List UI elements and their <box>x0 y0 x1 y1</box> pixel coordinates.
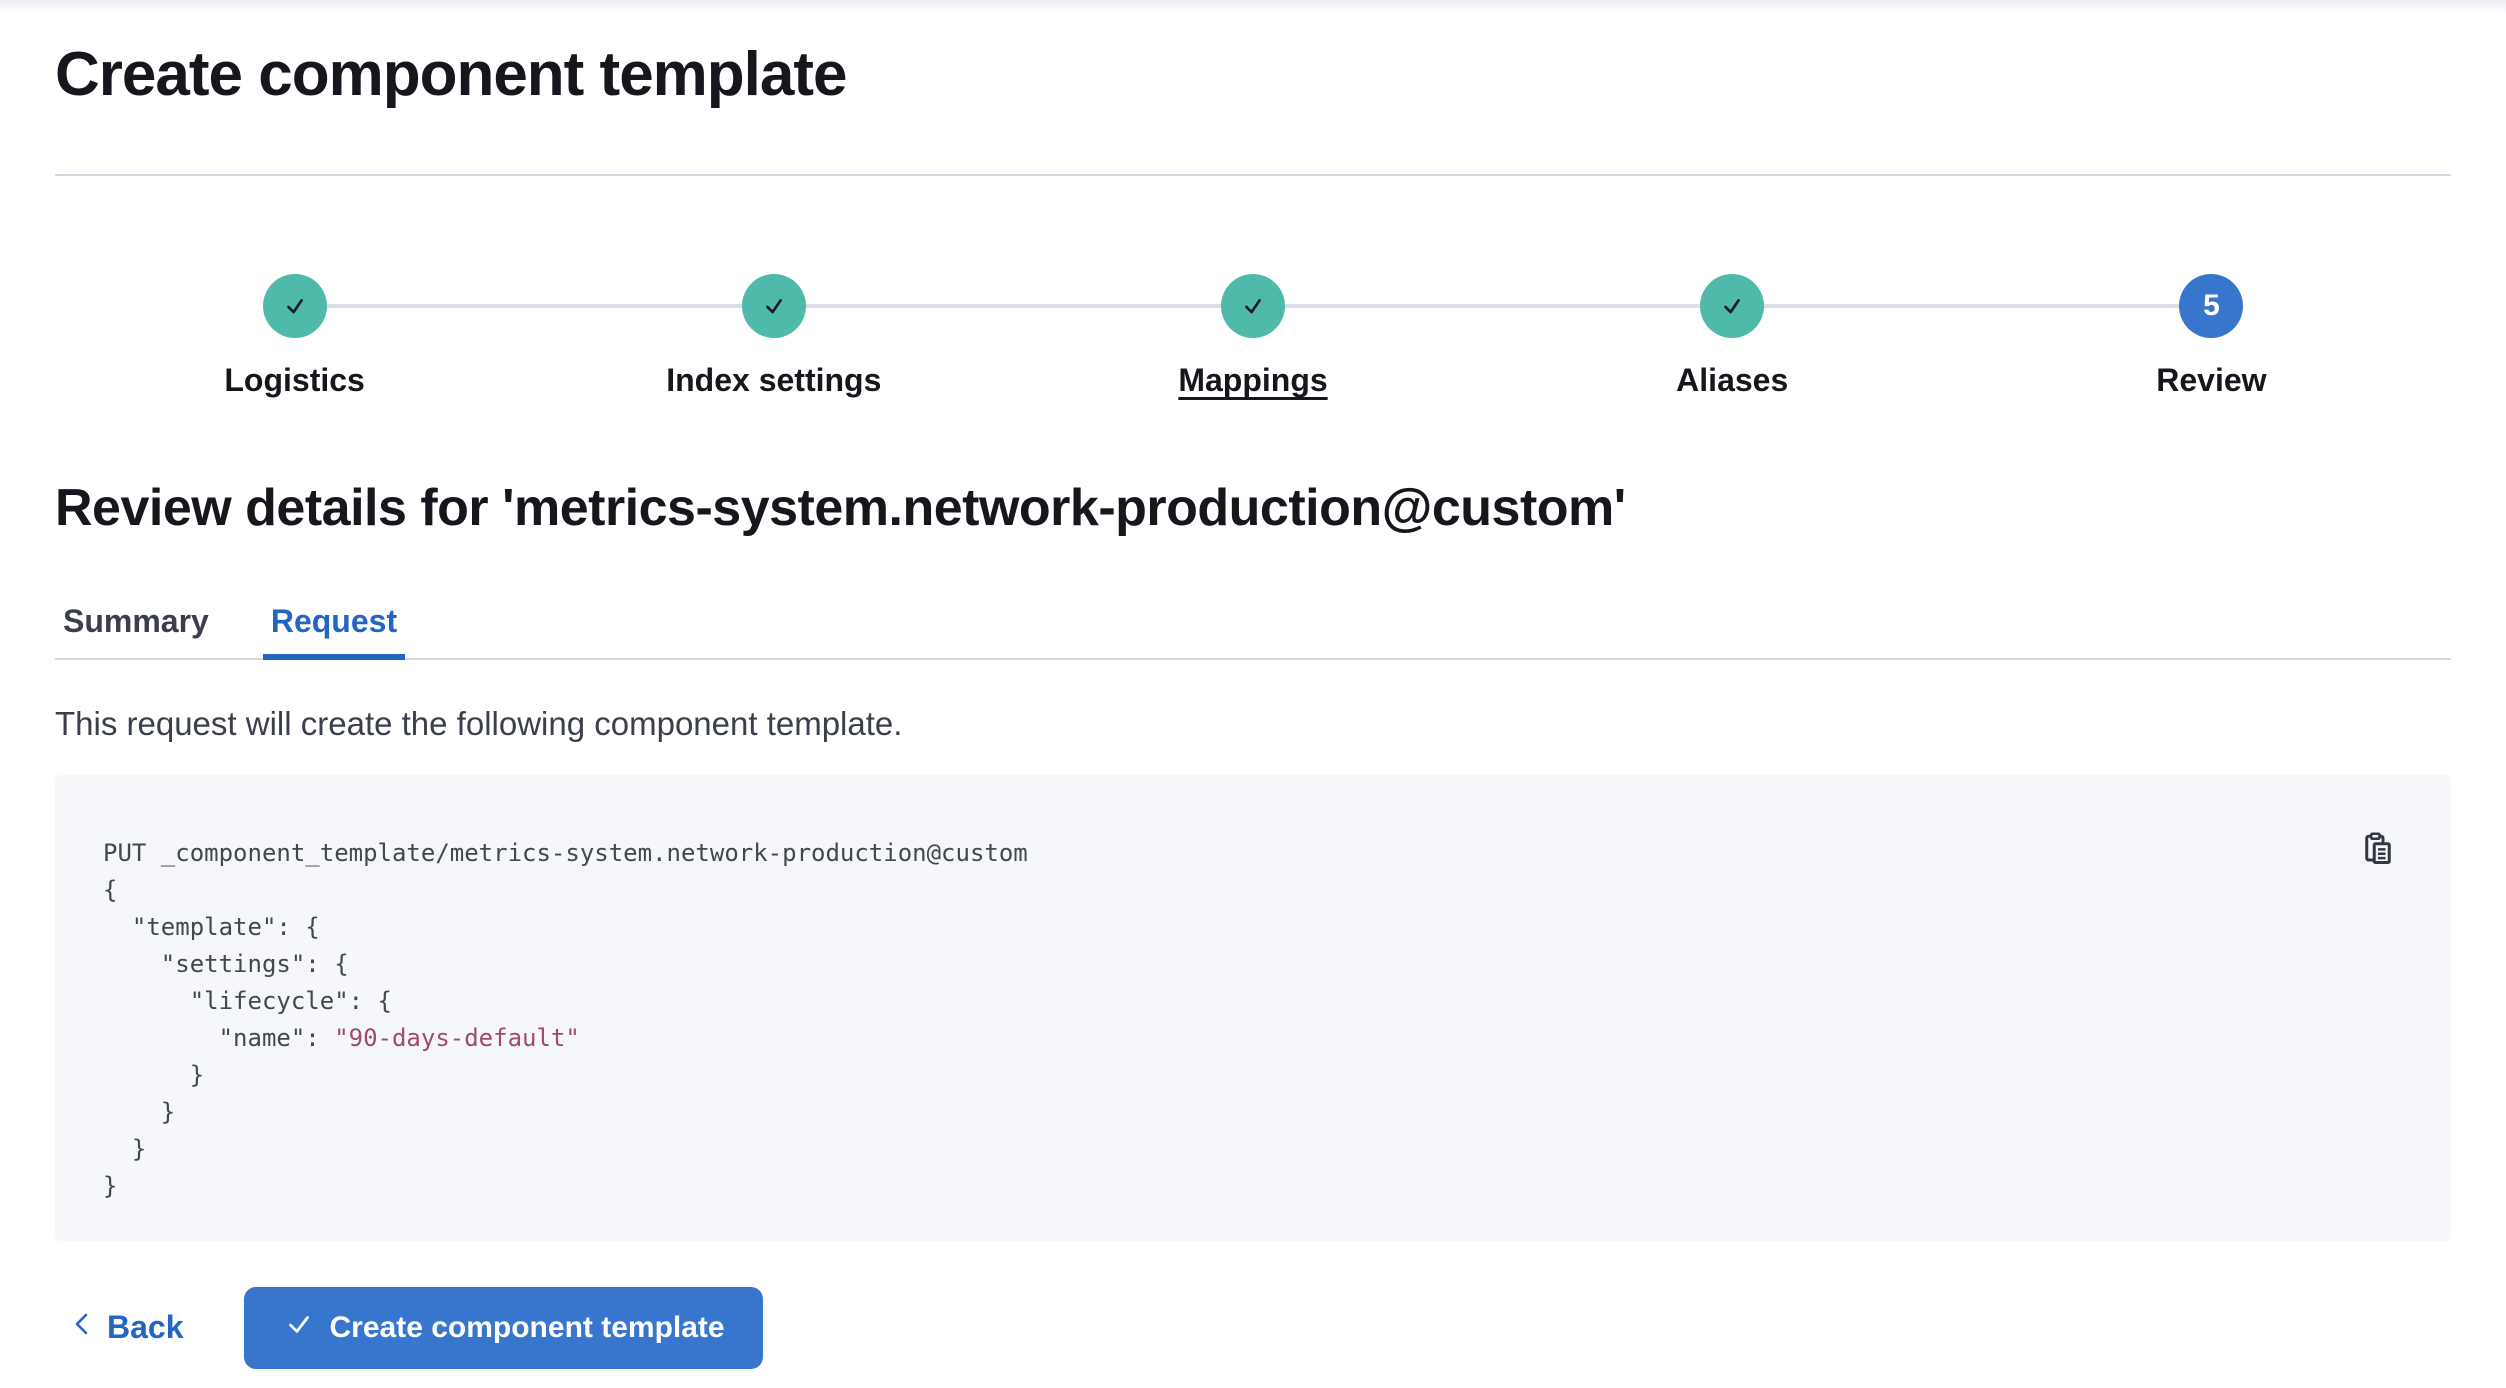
back-button[interactable]: Back <box>55 1309 184 1346</box>
create-component-template-page: Create component template Logistics Index… <box>0 38 2506 1369</box>
step-complete-circle[interactable] <box>262 274 327 339</box>
copy-button[interactable] <box>2355 829 2401 875</box>
copy-clipboard-icon <box>2358 830 2398 873</box>
code-line: } <box>103 1060 205 1089</box>
create-button-label: Create component template <box>329 1310 725 1344</box>
step-complete-circle[interactable] <box>1221 274 1285 339</box>
code-content: PUT _component_template/metrics-system.n… <box>103 835 2331 1205</box>
title-divider <box>55 174 2451 177</box>
step-label[interactable]: Logistics <box>224 362 365 399</box>
tab-summary[interactable]: Summary <box>63 603 209 640</box>
step-label[interactable]: Index settings <box>666 362 882 399</box>
code-line: } <box>103 1171 118 1200</box>
code-line: "lifecycle": { <box>103 986 392 1015</box>
code-line: } <box>103 1134 147 1163</box>
check-icon <box>282 1307 316 1349</box>
step-complete-circle[interactable] <box>1700 274 1765 339</box>
back-button-label: Back <box>107 1309 184 1346</box>
request-description: This request will create the following c… <box>55 705 903 743</box>
step-logistics[interactable]: Logistics <box>55 274 534 399</box>
create-component-template-button[interactable]: Create component template <box>243 1286 763 1369</box>
step-current-circle: 5 <box>2179 274 2244 339</box>
code-line: PUT _component_template/metrics-system.n… <box>103 838 1028 867</box>
footer-actions: Back Create component template <box>55 1286 2451 1369</box>
top-edge-fade <box>0 0 2506 14</box>
code-line: "settings": { <box>103 949 349 978</box>
chevron-left-icon <box>69 1309 97 1346</box>
code-line: } <box>103 1097 176 1126</box>
page-title: Create component template <box>55 40 848 109</box>
check-icon <box>759 291 789 321</box>
step-label[interactable]: Aliases <box>1676 362 1789 399</box>
review-tabs: Summary Request <box>55 603 2451 661</box>
step-label: Review <box>2156 362 2267 399</box>
code-line: { <box>103 875 118 904</box>
tab-request[interactable]: Request <box>262 603 406 661</box>
code-line: "name": "90-days-default" <box>103 1023 580 1052</box>
check-icon <box>1238 291 1268 321</box>
step-label[interactable]: Mappings <box>1178 362 1328 399</box>
code-line: "template": { <box>103 912 320 941</box>
step-complete-circle[interactable] <box>741 274 806 339</box>
request-code-block: PUT _component_template/metrics-system.n… <box>55 774 2451 1241</box>
step-mappings[interactable]: Mappings <box>1013 274 1492 399</box>
check-icon <box>1717 291 1747 321</box>
review-heading: Review details for 'metrics-system.netwo… <box>55 479 1626 538</box>
step-number: 5 <box>2203 289 2220 323</box>
step-aliases[interactable]: Aliases <box>1493 274 1972 399</box>
check-icon <box>280 291 310 321</box>
step-index-settings[interactable]: Index settings <box>534 274 1013 399</box>
